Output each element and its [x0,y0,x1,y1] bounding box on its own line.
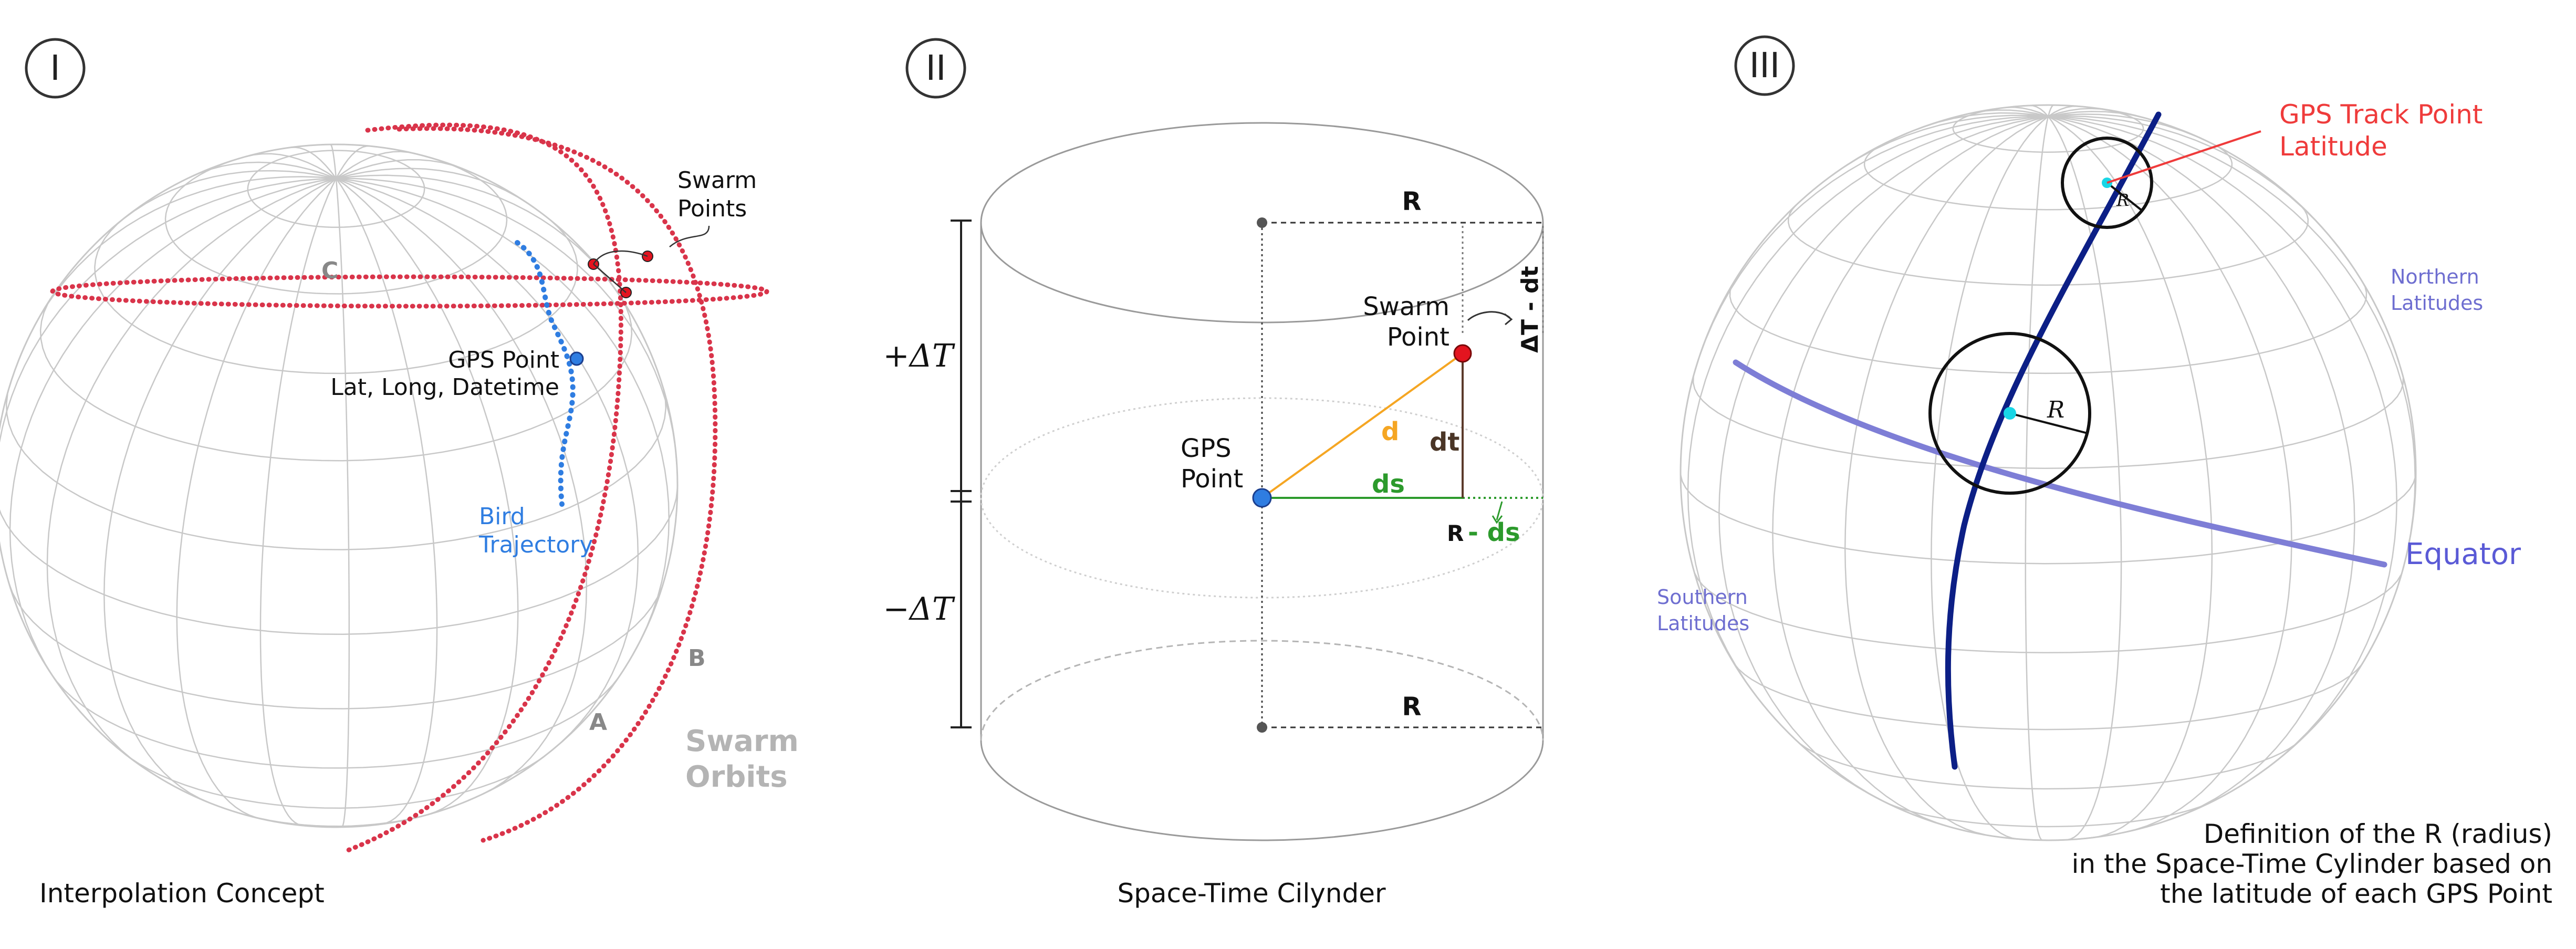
globe-1 [0,143,679,828]
gps-track-label-2: Latitude [2279,131,2387,162]
cylinder [980,122,1544,841]
orbits-label-2: Orbits [685,760,788,794]
bird-label-2: Trajectory [478,531,593,558]
bird-trajectory [515,240,576,507]
swarm-orbits [50,122,769,853]
big-dt-minus-dt-label: ΔT - dt [1517,266,1543,353]
bird-label-1: Bird [479,503,525,530]
gps-fields-label: Lat, Long, Datetime [330,374,559,401]
plus-delta-t: +ΔT [883,338,955,374]
r-minus-ds-ds: - ds [1468,518,1520,547]
panel-3-caption-line-3: the latitude of each GPS Point [2160,879,2552,909]
northern-label-1: Northern [2391,265,2479,288]
orbit-c [50,274,769,309]
swarm-points-label-2: Points [677,195,747,222]
southern-label-1: Southern [1657,586,1748,609]
swarm-points-label-1: Swarm [677,167,757,194]
orbits-label-1: Swarm [685,724,799,758]
panel-1-caption: Interpolation Concept [39,878,325,909]
radius-bottom-label: R [1402,692,1422,722]
swarm-label-2: Point [1387,322,1449,352]
time-axis [951,220,972,728]
panel-3-badge: III [1734,35,1795,96]
panel-3: III R R GPS Track Point Latitude Norther… [1657,35,2552,909]
swarm-label-1: Swarm [1363,292,1449,321]
small-r-label: R [2116,190,2129,210]
large-radius-circle: R [1928,332,2091,495]
minus-delta-t: −ΔT [883,591,955,628]
panel-3-numeral: III [1749,45,1780,86]
southern-label-2: Latitudes [1657,612,1749,635]
cylinder-bottom [980,740,1544,841]
gps-track-label-1: GPS Track Point [2279,99,2483,130]
large-r-label: R [2047,397,2064,423]
equator-line [1733,359,2387,568]
d-label: d [1381,417,1399,446]
small-radius-circle: R [2061,137,2153,229]
panel-2-caption: Space-Time Cilynder [1117,878,1386,909]
gps-point-label: GPS Point [448,347,559,373]
equator-label: Equator [2405,537,2521,571]
orbit-a [344,122,623,853]
dt-label: dt [1430,427,1459,457]
northern-label-2: Latitudes [2391,291,2483,315]
distance-d-line [1261,352,1464,499]
panel-1-numeral: I [50,48,60,88]
ds-label: ds [1372,470,1405,499]
orbit-c-label: C [321,257,338,284]
gps-point-marker [569,351,584,366]
r-minus-ds-r: R [1447,520,1464,546]
globe-3 [1680,104,2417,841]
gps-point-marker-2 [1252,488,1272,508]
panel-1: I Swarm Points GPS Point Lat, Long, Date… [0,38,799,909]
gps-label-2: Point [1181,464,1243,494]
panel-2-badge: II [905,38,966,99]
panel-1-badge: I [25,38,86,99]
panel-2-numeral: II [926,48,946,88]
orbit-b-label: B [688,645,706,672]
swarm-point-marker [1453,344,1472,363]
swarm-points [588,225,710,298]
orbit-b [397,126,718,843]
panel-3-caption-line-2: in the Space-Time Cylinder based on [2071,849,2552,879]
panel-3-caption-line-1: Definition of the R (radius) [2204,819,2552,849]
orbit-a-label: A [589,709,607,736]
gps-label-1: GPS [1181,434,1232,463]
radius-top-label: R [1402,187,1422,216]
gps-track-line [1945,111,2162,770]
panel-2: II +ΔT −ΔT [883,38,1544,909]
